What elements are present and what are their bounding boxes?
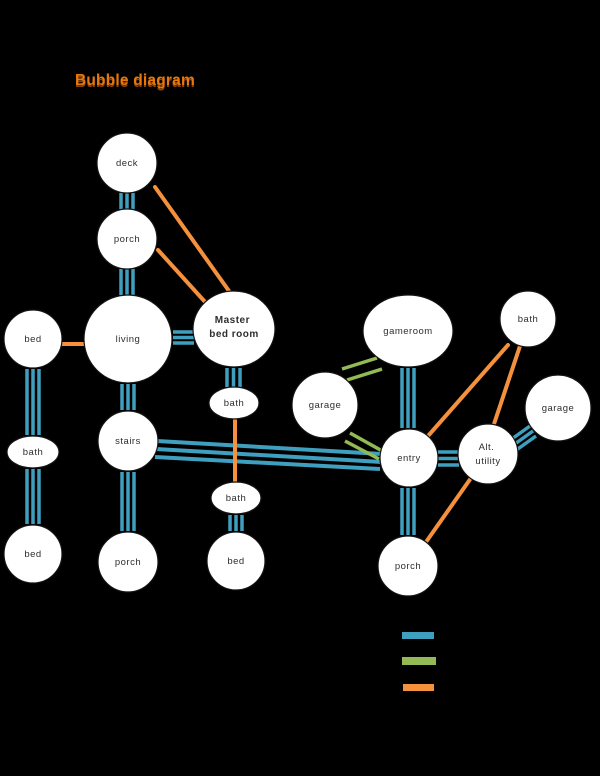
- node-bath-mid-upper: bath: [208, 386, 260, 420]
- node-porch-right: porch: [377, 535, 439, 597]
- svg-text:porch: porch: [395, 561, 421, 572]
- edge-bed-left-bath-left: [25, 369, 41, 435]
- node-master-bedroom: Master bed room: [192, 290, 276, 368]
- svg-text:bath: bath: [23, 447, 44, 458]
- svg-text:bath: bath: [224, 398, 245, 409]
- svg-text:deck: deck: [116, 158, 138, 169]
- legend-swatch-blue: [402, 632, 434, 639]
- edge-living-stairs: [120, 384, 136, 410]
- svg-text:Alt. utility: Alt. utility: [475, 442, 500, 467]
- svg-text:bath: bath: [226, 493, 247, 504]
- svg-text:Master bed room: Master bed room: [209, 315, 259, 340]
- edge-living-master: [173, 330, 194, 345]
- svg-text:garage: garage: [542, 403, 575, 414]
- svg-text:gameroom: gameroom: [383, 326, 432, 337]
- node-garage-right: garage: [524, 374, 592, 442]
- svg-text:bed: bed: [24, 549, 41, 560]
- node-bed-mid: bed: [206, 531, 266, 591]
- legend: [402, 632, 436, 691]
- node-bed-left: bed: [3, 309, 63, 369]
- node-bed-lower-left: bed: [3, 524, 63, 584]
- edge-bath-right-entry: [426, 343, 510, 438]
- edge-stairs-porch-lower: [120, 472, 136, 531]
- edge-deck-porch-upper: [119, 193, 135, 209]
- edge-porch-upper-living: [119, 269, 135, 295]
- svg-text:porch: porch: [115, 557, 141, 568]
- svg-text:bath: bath: [518, 314, 539, 325]
- node-gameroom: gameroom: [362, 294, 454, 368]
- node-bath-right: bath: [499, 290, 557, 348]
- edge-entry-alt-utility: [438, 450, 459, 467]
- node-bath-mid-lower: bath: [210, 481, 262, 515]
- edge-entry-porch-right: [400, 488, 416, 535]
- edge-stairs-entry: [154, 439, 383, 471]
- edge-porch-upper-master: [156, 248, 208, 305]
- svg-text:garage: garage: [309, 400, 342, 411]
- svg-text:porch: porch: [114, 234, 140, 245]
- node-porch-upper: porch: [96, 208, 158, 270]
- node-entry: entry: [379, 428, 439, 488]
- edge-garage-left-entry: [344, 431, 385, 461]
- node-porch-lower: porch: [97, 531, 159, 593]
- node-bath-left: bath: [6, 435, 60, 469]
- node-garage-left: garage: [291, 371, 359, 439]
- edge-master-bath-mid-upper: [225, 368, 242, 387]
- svg-text:living: living: [116, 334, 141, 345]
- svg-text:bed: bed: [24, 334, 41, 345]
- edge-alt-utility-porch-right: [424, 476, 473, 544]
- svg-text:stairs: stairs: [115, 436, 141, 447]
- node-alt-utility: Alt. utility: [457, 423, 519, 485]
- edge-gameroom-entry: [400, 368, 416, 428]
- edge-bath-left-bed-lower-left: [25, 469, 41, 524]
- edge-bath-mid-lower-bed-mid: [228, 515, 244, 531]
- node-stairs: stairs: [97, 410, 159, 472]
- svg-text:bed: bed: [227, 556, 244, 567]
- legend-swatch-orange: [403, 684, 434, 691]
- diagram-title: Bubble diagram: [75, 72, 195, 89]
- svg-text:entry: entry: [397, 453, 421, 464]
- edge-deck-master: [153, 185, 231, 293]
- node-living: living: [83, 294, 173, 384]
- node-deck: deck: [96, 132, 158, 194]
- edge-bath-right-alt-utility: [491, 344, 522, 429]
- legend-swatch-green: [402, 657, 436, 665]
- edge-garage-left-gameroom: [341, 356, 383, 382]
